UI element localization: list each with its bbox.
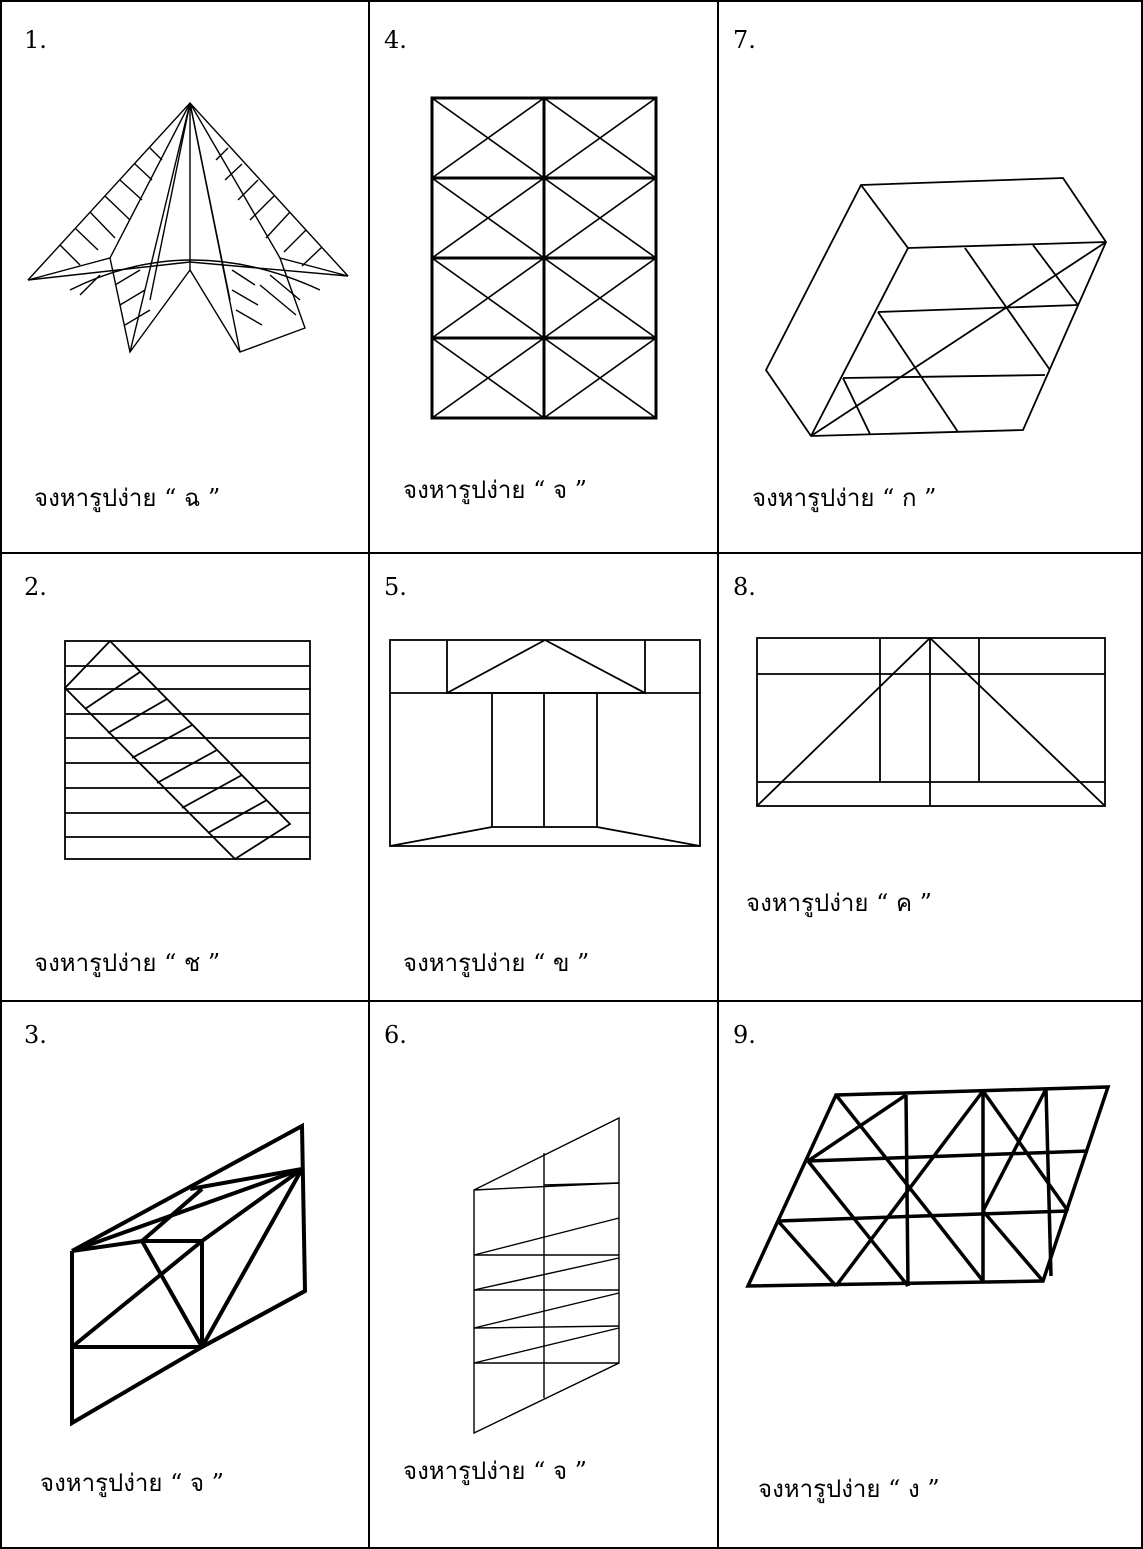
cell-3: 3. จงหารูปง่าย “ จ ” [0, 1001, 369, 1549]
cell-2: 2. จงหารูปง่าย “ ช ” [0, 553, 369, 1001]
figure-triangle-panel [756, 637, 1106, 807]
cell-4: 4. จงหารูปง่าย “ จ ” [369, 0, 718, 553]
caption: จงหารูปง่าย “ ช ” [34, 949, 221, 977]
figure-x-grid [430, 96, 658, 420]
item-number: 4. [384, 26, 407, 54]
figure-room-perspective [389, 638, 701, 847]
cell-9: 9. จงหารูปง่าย “ ง ” [718, 1001, 1143, 1549]
caption: จงหารูปง่าย “ ก ” [752, 484, 937, 512]
cell-6: 6. จงหารูปง่าย “ จ ” [369, 1001, 718, 1549]
figure-parallelogram-grid [745, 1085, 1111, 1288]
item-number: 3. [24, 1021, 47, 1049]
caption: จงหารูปง่าย “ ง ” [758, 1475, 940, 1503]
figure-diagonal-strip [63, 639, 311, 861]
figure-star-fan [27, 101, 349, 354]
item-number: 8. [733, 573, 756, 601]
caption: จงหารูปง่าย “ ฉ ” [34, 484, 221, 512]
item-number: 1. [24, 26, 47, 54]
cell-1: 1. [0, 0, 369, 553]
caption: จงหารูปง่าย “ ข ” [403, 949, 590, 977]
item-number: 2. [24, 573, 47, 601]
caption: จงหารูปง่าย “ จ ” [403, 476, 587, 504]
item-number: 9. [733, 1021, 756, 1049]
caption: จงหารูปง่าย “ ค ” [746, 889, 932, 917]
caption: จงหารูปง่าย “ จ ” [40, 1469, 224, 1497]
figure-box-prism [764, 177, 1108, 437]
item-number: 6. [384, 1021, 407, 1049]
item-number: 5. [384, 573, 407, 601]
cell-7: 7. จงหารูปง่าย “ ก ” [718, 0, 1143, 553]
figure-skew-shelves [473, 1116, 620, 1435]
item-number: 7. [733, 26, 756, 54]
cell-8: 8. จงหารูปง่าย “ ค ” [718, 553, 1143, 1001]
figure-solid-wedge [70, 1122, 308, 1427]
cell-5: 5. จงหารูปง่าย “ ข ” [369, 553, 718, 1001]
caption: จงหารูปง่าย “ จ ” [403, 1457, 587, 1485]
